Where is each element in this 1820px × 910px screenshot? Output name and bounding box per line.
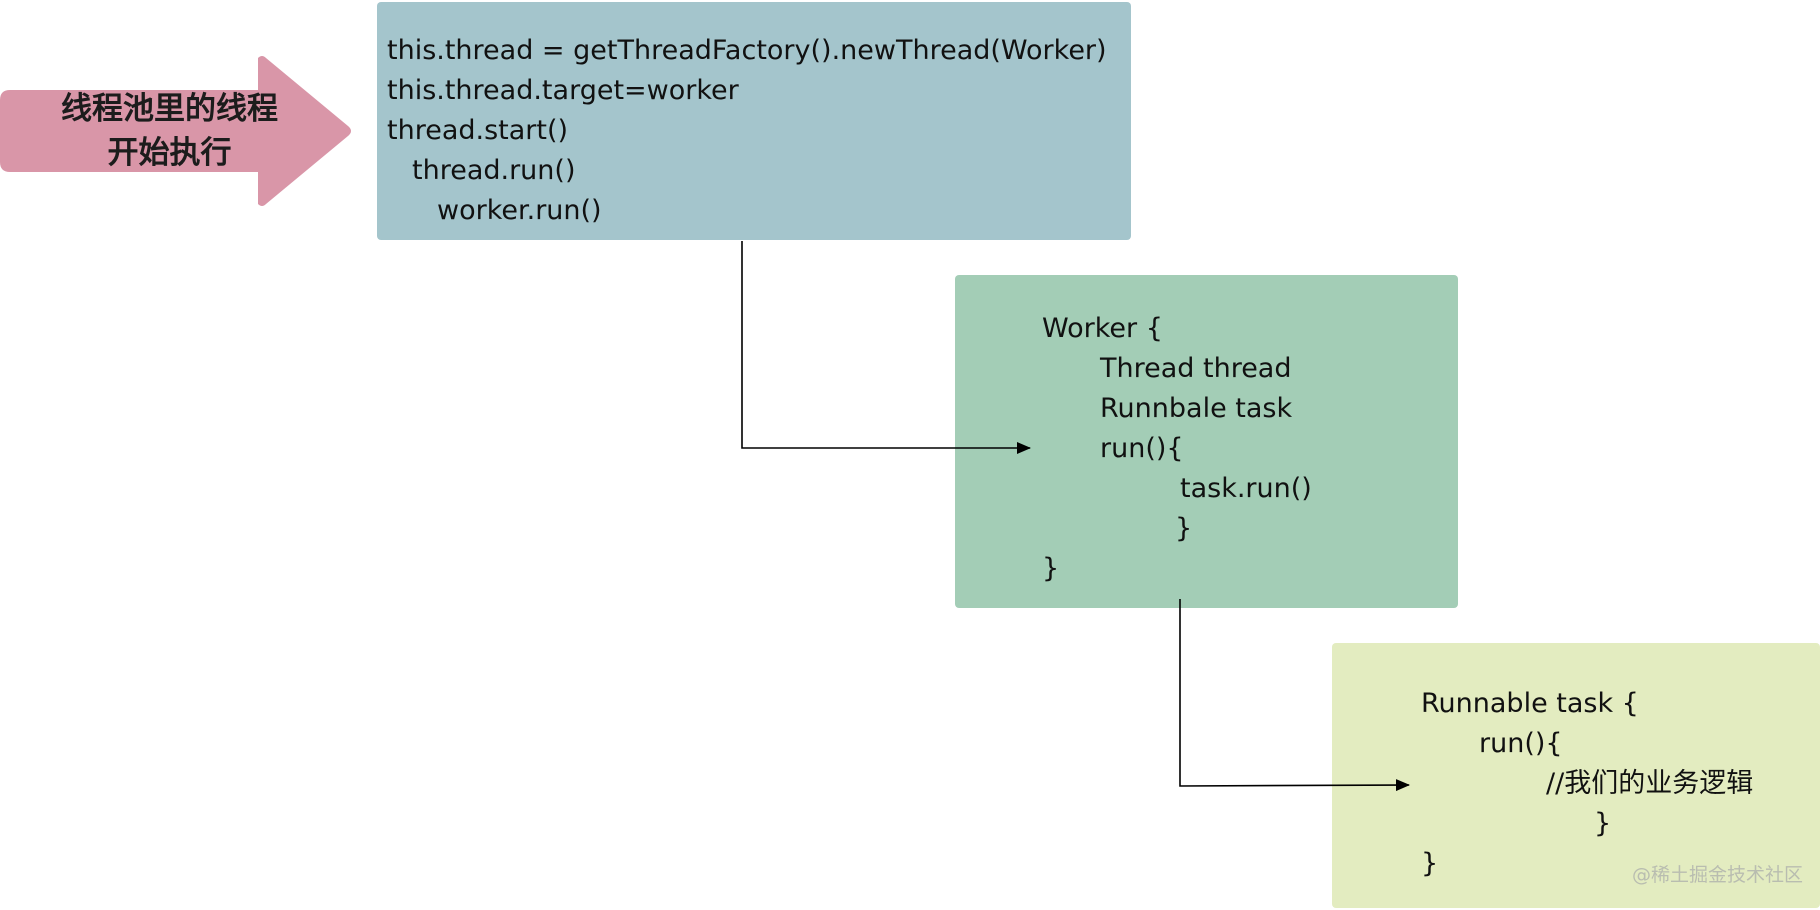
worker-code-line-7: } <box>1042 553 1060 584</box>
task-code-line-2: run(){ <box>1479 728 1563 759</box>
watermark: @稀土掘金技术社区 <box>1632 864 1804 886</box>
worker-code-line-5: task.run() <box>1180 473 1312 504</box>
worker-code-line-2: Thread thread <box>1100 353 1292 384</box>
task-code-line-1: Runnable task { <box>1421 688 1639 719</box>
thread-box <box>377 2 1131 240</box>
thread-code-line-4: thread.run() <box>412 155 576 186</box>
task-box <box>1332 643 1820 908</box>
thread-code-line-5: worker.run() <box>437 195 602 226</box>
worker-code-line-3: Runnbale task <box>1100 393 1293 424</box>
worker-code-line-1: Worker { <box>1042 313 1163 344</box>
worker-code-line-4: run(){ <box>1100 433 1184 464</box>
task-code-line-3: //我们的业务逻辑 <box>1546 768 1754 799</box>
start-arrow-label-line1: 线程池里的线程 <box>61 91 278 127</box>
worker-code-line-6: } <box>1175 513 1193 544</box>
start-arrow-shape <box>0 56 351 206</box>
task-code-line-4: } <box>1594 808 1612 839</box>
start-arrow-label-line2: 开始执行 <box>107 135 232 171</box>
thread-code-line-1: this.thread = getThreadFactory().newThre… <box>387 35 1107 66</box>
start-arrow-label: 线程池里的线程 开始执行 <box>22 87 317 175</box>
task-code-line-5: } <box>1421 848 1439 879</box>
start-arrow-body <box>0 56 351 206</box>
thread-code-line-2: this.thread.target=worker <box>387 75 739 106</box>
thread-code-line-3: thread.start() <box>387 115 569 146</box>
worker-box <box>955 275 1458 608</box>
